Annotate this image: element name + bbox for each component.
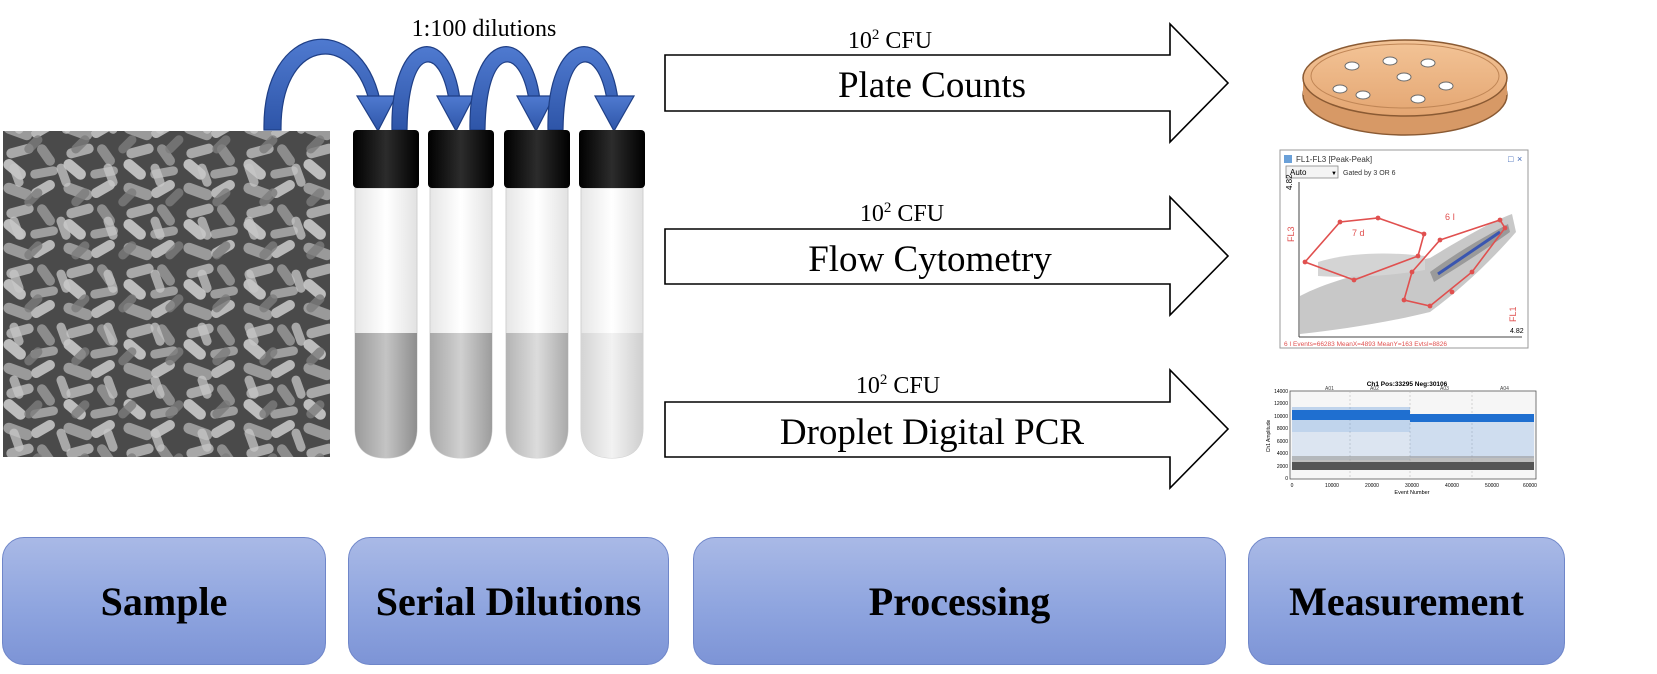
stage-box-processing: Processing <box>693 537 1226 665</box>
plate-counts-label: Plate Counts <box>838 65 1026 106</box>
arc-arrow-2 <box>391 46 475 133</box>
flow-gate-7d <box>1302 215 1427 283</box>
test-tube-4 <box>579 130 645 459</box>
ddpcr-xtick: 40000 <box>1445 483 1459 489</box>
test-tubes <box>353 130 645 459</box>
dilution-arc-arrows <box>263 38 636 133</box>
arc-arrow-1 <box>263 38 397 133</box>
close-icon[interactable]: × <box>1517 154 1522 164</box>
stage-box-sample: Sample <box>2 537 326 665</box>
ddpcr-well-a04: A04 <box>1500 386 1509 392</box>
stage-label-processing: Processing <box>868 578 1051 624</box>
test-tube-2 <box>428 130 494 459</box>
dilution-label: 1:100 dilutions <box>412 16 557 42</box>
ddpcr-plot-yaxis: Ch1 Amplitude <box>1266 420 1272 453</box>
ddpcr-well-a03: A03 <box>1440 386 1449 392</box>
ddpcr-xtick: 30000 <box>1405 483 1419 489</box>
ddpcr-well-a02: A02 <box>1370 386 1379 392</box>
stage-label-measurement: Measurement <box>1289 578 1524 624</box>
flow-cytometry-label: Flow Cytometry <box>808 239 1052 280</box>
restore-icon[interactable]: □ <box>1508 154 1514 164</box>
ddpcr-ytick: 4000 <box>1277 451 1288 457</box>
flow-scatter-cloud <box>1300 214 1516 334</box>
flow-plot-xaxis: FL1 <box>1508 306 1518 322</box>
stage-label-sample: Sample <box>100 578 228 624</box>
flow-plot-yaxis: FL3 <box>1286 226 1296 242</box>
ddpcr-xtick: 60000 <box>1523 483 1537 489</box>
ddpcr-positive-droplets <box>1292 407 1534 460</box>
ddpcr-xtick: 0 <box>1291 483 1294 489</box>
flow-gate-7d-label: 7 d <box>1352 228 1365 238</box>
ddpcr-well-a01: A01 <box>1325 386 1334 392</box>
ddpcr-ytick: 8000 <box>1277 426 1288 432</box>
chevron-down-icon: ▼ <box>1331 171 1337 177</box>
flow-plot-gated: Gated by 3 OR 6 <box>1343 170 1396 177</box>
test-tube-3 <box>504 130 570 459</box>
flow-plot-title: FL1-FL3 [Peak-Peak] <box>1296 155 1372 164</box>
ddpcr-ytick: 12000 <box>1274 401 1288 407</box>
stage-box-measurement: Measurement <box>1248 537 1565 665</box>
flow-plot-xmax: 4.82 <box>1510 328 1524 335</box>
ddpcr-ytick: 6000 <box>1277 439 1288 445</box>
flow-plot-stats: 6 I Events=66283 MeanX=4893 MeanY=163 Ev… <box>1284 341 1447 348</box>
ddpcr-ytick: 0 <box>1285 476 1288 482</box>
flow-gate-6i <box>1401 217 1508 309</box>
stage-box-serial-dilutions: Serial Dilutions <box>348 537 669 665</box>
ddpcr-ytick: 14000 <box>1274 389 1288 395</box>
flow-plot-ymax: 4.82 <box>1285 174 1294 190</box>
ddpcr-negative-droplets <box>1292 456 1534 470</box>
ddpcr-ytick: 10000 <box>1274 414 1288 420</box>
plot-window-icon <box>1284 155 1292 163</box>
flow-cytometry-plot: FL1-FL3 [Peak-Peak] □ × Auto ▼ Gated by … <box>1279 149 1529 349</box>
flow-gate-6i-label: 6 I <box>1445 212 1455 222</box>
sample-sem-image <box>3 131 330 457</box>
ddpcr-xtick: 10000 <box>1325 483 1339 489</box>
flow-plot-dropdown[interactable] <box>1285 165 1339 179</box>
ddpcr-xtick: 50000 <box>1485 483 1499 489</box>
test-tube-1 <box>353 130 419 459</box>
ddpcr-ytick: 2000 <box>1277 464 1288 470</box>
ddpcr-xtick: 20000 <box>1365 483 1379 489</box>
ddpcr-label: Droplet Digital PCR <box>780 412 1085 453</box>
ddpcr-plot: Ch1 Pos:33295 Neg:30106 A01 A02 A03 A04 … <box>1266 381 1537 496</box>
ddpcr-plot-title: Ch1 Pos:33295 Neg:30106 <box>1367 381 1448 388</box>
arc-arrow-3 <box>469 46 555 133</box>
stage-label-serial-dilutions: Serial Dilutions <box>375 578 642 624</box>
petri-dish <box>1302 39 1508 136</box>
svg-text:Auto: Auto <box>1290 168 1307 177</box>
arc-arrow-4 <box>547 46 636 133</box>
ddpcr-plot-xaxis: Event Number <box>1394 490 1429 496</box>
colonies <box>1332 56 1454 104</box>
